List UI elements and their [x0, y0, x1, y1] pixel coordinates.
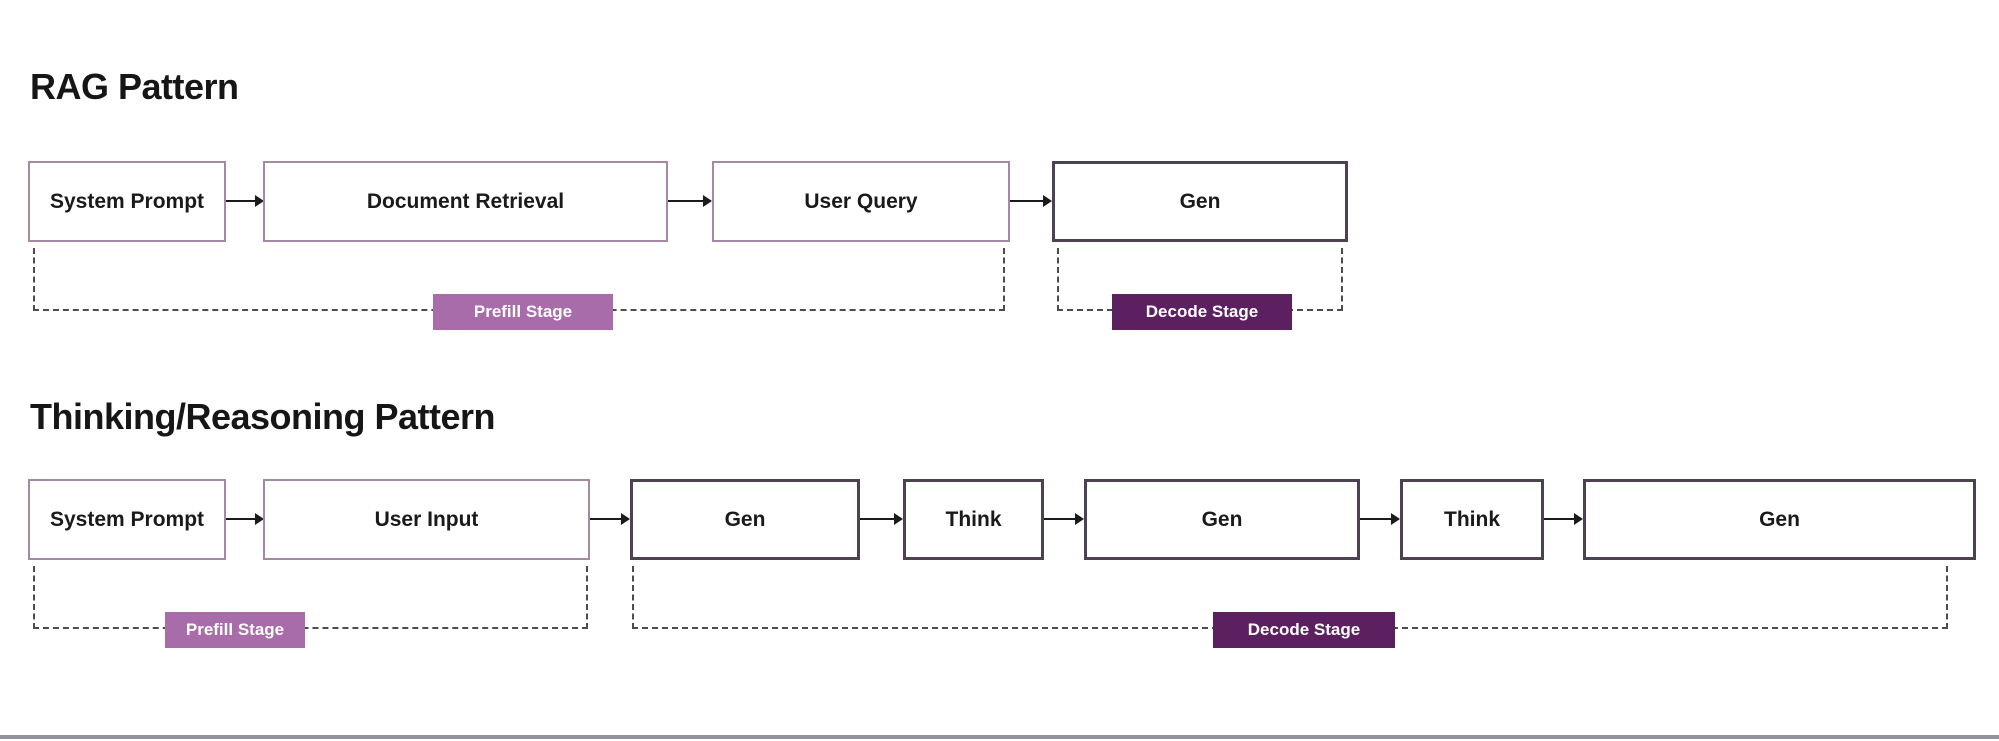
flow-arrow-icon [226, 193, 264, 209]
thinking-node-system-prompt: System Prompt [28, 479, 226, 560]
node-label: User Input [374, 507, 479, 531]
flow-arrow-icon [1360, 511, 1400, 527]
node-label: Think [945, 507, 1002, 531]
rag-pattern-title: RAG Pattern [30, 66, 239, 107]
flow-arrow-icon [860, 511, 903, 527]
rag-node-document-retrieval: Document Retrieval [263, 161, 668, 242]
flow-arrow-icon [1010, 193, 1052, 209]
node-label: System Prompt [49, 507, 205, 531]
node-label: Gen [724, 507, 766, 531]
flow-arrow-icon [1044, 511, 1084, 527]
thinking-node-think-1: Think [903, 479, 1044, 560]
node-label: Gen [1201, 507, 1243, 531]
rag-prefill-stage-badge: Prefill Stage [433, 294, 613, 330]
node-label: Think [1444, 507, 1500, 531]
thinking-node-gen-2: Gen [1084, 479, 1360, 560]
rag-node-user-query: User Query [712, 161, 1010, 242]
rag-node-system-prompt: System Prompt [28, 161, 226, 242]
node-label: Gen [1179, 189, 1221, 213]
thinking-node-think-2: Think [1400, 479, 1544, 560]
thinking-node-gen-3: Gen [1583, 479, 1976, 560]
node-label: User Query [804, 189, 918, 213]
rag-decode-stage-badge: Decode Stage [1112, 294, 1292, 330]
node-label: Document Retrieval [366, 189, 565, 213]
flow-arrow-icon [1544, 511, 1583, 527]
thinking-prefill-stage-badge: Prefill Stage [165, 612, 305, 648]
flow-arrow-icon [668, 193, 712, 209]
node-label: System Prompt [49, 189, 205, 213]
flow-arrow-icon [226, 511, 264, 527]
thinking-pattern-title: Thinking/Reasoning Pattern [30, 396, 496, 437]
thinking-node-gen-1: Gen [630, 479, 860, 560]
thinking-node-user-input: User Input [263, 479, 590, 560]
thinking-decode-stage-badge: Decode Stage [1213, 612, 1395, 648]
bottom-border-line [0, 735, 1999, 739]
node-label: Gen [1759, 507, 1800, 531]
rag-node-gen: Gen [1052, 161, 1348, 242]
thinking-prefill-bracket [33, 566, 588, 629]
flow-arrow-icon [590, 511, 630, 527]
